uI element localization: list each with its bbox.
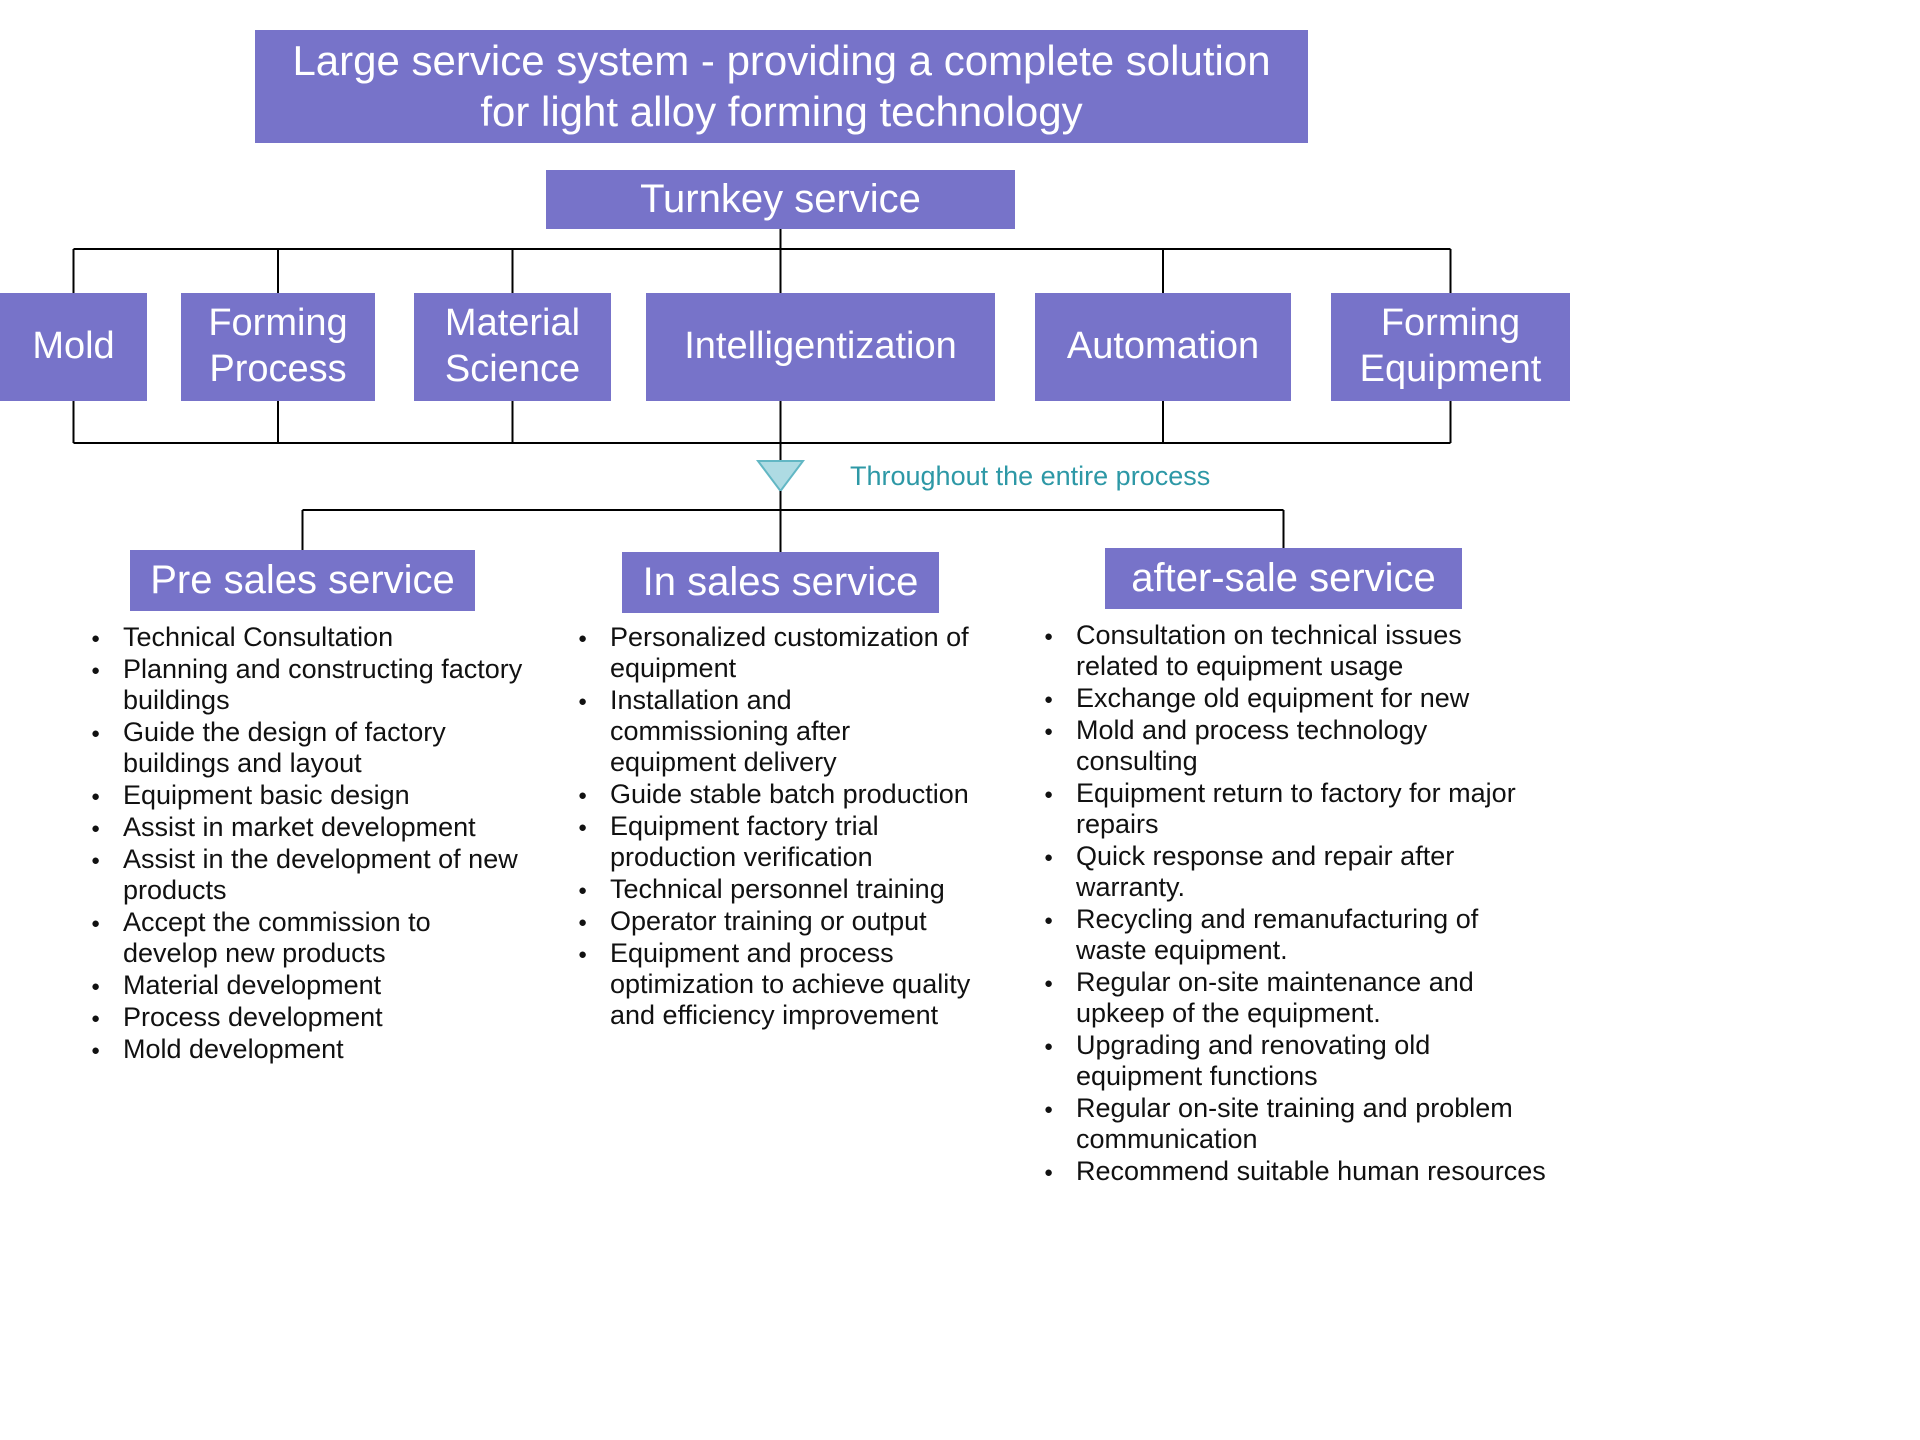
in-sales-list: Personalized customization of equipmentI… xyxy=(572,622,972,1032)
discipline-box-material-science: Material Science xyxy=(414,293,611,401)
list-item: Process development xyxy=(85,1002,530,1034)
discipline-box-automation: Automation xyxy=(1035,293,1291,401)
list-item: Personalized customization of equipment xyxy=(572,622,972,684)
turnkey-service-box: Turnkey service xyxy=(546,170,1015,229)
top-tree-connector xyxy=(72,229,1452,293)
list-item: Recommend suitable human resources xyxy=(1038,1156,1548,1188)
list-item: Consultation on technical issues related… xyxy=(1038,620,1548,682)
list-item: Accept the commission to develop new pro… xyxy=(85,907,530,969)
diagram-title: Large service system - providing a compl… xyxy=(255,30,1308,143)
section-header-pre-sales: Pre sales service xyxy=(130,550,475,611)
list-item: Equipment basic design xyxy=(85,780,530,812)
list-item: Mold development xyxy=(85,1034,530,1066)
list-item: Recycling and remanufacturing of waste e… xyxy=(1038,904,1548,966)
bottom-rail-connector xyxy=(72,401,1452,461)
list-item: Guide the design of factory buildings an… xyxy=(85,717,530,779)
list-item: Technical personnel training xyxy=(572,874,972,906)
list-item: Guide stable batch production xyxy=(572,779,972,811)
list-item: Exchange old equipment for new xyxy=(1038,683,1548,715)
process-note-label: Throughout the entire process xyxy=(850,461,1211,491)
list-item: Technical Consultation xyxy=(85,622,530,654)
list-item: Operator training or output xyxy=(572,906,972,938)
list-item: Equipment and process optimization to ac… xyxy=(572,938,972,1031)
discipline-box-mold: Mold xyxy=(0,293,147,401)
list-item: Regular on-site maintenance and upkeep o… xyxy=(1038,967,1548,1029)
list-item: Equipment factory trial production verif… xyxy=(572,811,972,873)
pre-sales-list: Technical ConsultationPlanning and const… xyxy=(85,622,530,1066)
list-item: Equipment return to factory for major re… xyxy=(1038,778,1548,840)
discipline-box-forming-process: Forming Process xyxy=(181,293,375,401)
list-item: Mold and process technology consulting xyxy=(1038,715,1548,777)
list-item: Material development xyxy=(85,970,530,1002)
list-item: Planning and constructing factory buildi… xyxy=(85,654,530,716)
section-header-in-sales: In sales service xyxy=(622,552,939,613)
list-item: Assist in market development xyxy=(85,812,530,844)
list-item: Assist in the development of new product… xyxy=(85,844,530,906)
discipline-box-intelligentization: Intelligentization xyxy=(646,293,995,401)
after-sale-list: Consultation on technical issues related… xyxy=(1038,620,1548,1188)
discipline-box-forming-equipment: Forming Equipment xyxy=(1331,293,1570,401)
list-item: Installation and commissioning after equ… xyxy=(572,685,972,778)
down-arrow-icon xyxy=(756,460,805,493)
section-header-after-sale: after-sale service xyxy=(1105,548,1462,609)
list-item: Upgrading and renovating old equipment f… xyxy=(1038,1030,1548,1092)
list-item: Regular on-site training and problem com… xyxy=(1038,1093,1548,1155)
sections-connector xyxy=(301,491,1285,553)
list-item: Quick response and repair after warranty… xyxy=(1038,841,1548,903)
